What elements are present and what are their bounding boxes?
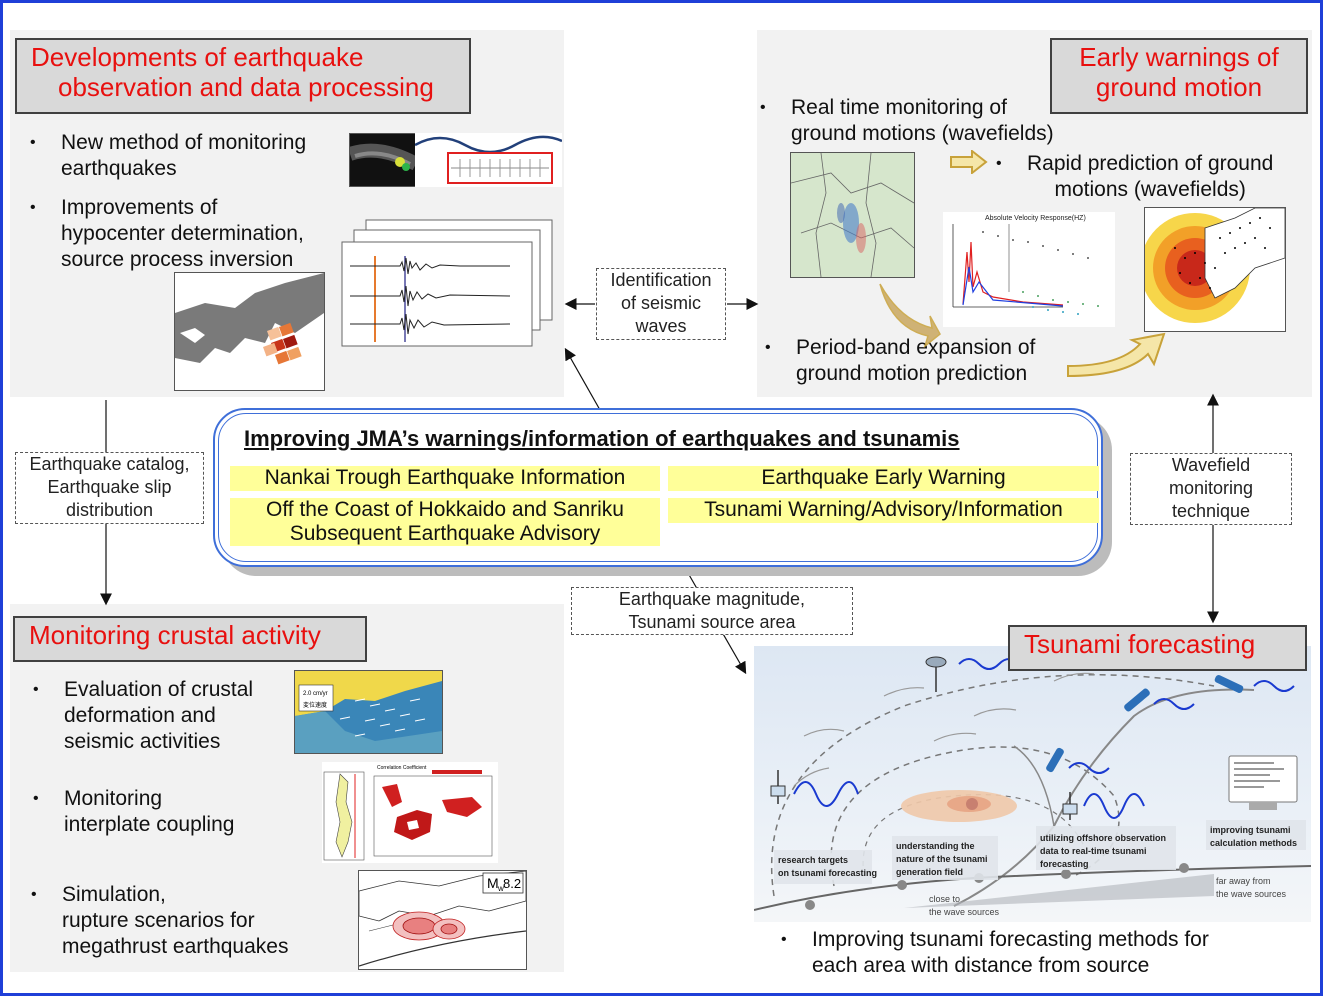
velocity-label: 2.0 cm/yr [303,691,328,697]
tsunami-title-text: Tsunami forecasting [1024,629,1256,659]
item-hokkaido-sanriku: Off the Coast of Hokkaido and Sanriku Su… [230,498,660,546]
bullet-improving-tsunami: • Improving tsunami forecasting methods … [781,928,1209,977]
label-research-1: research targets [778,855,848,865]
item-hokkaido-sanriku-line1: Off the Coast of Hokkaido and Sanriku [266,498,624,521]
developments-title-line2: observation and data processing [58,72,434,102]
connector-text: Wavefield [1171,455,1251,475]
developments-title-line1: Developments of earthquake [31,42,364,72]
bullet-monitoring-coupling: • Monitoring interplate coupling [33,787,235,836]
bullet-period-band: • Period-band expansion of ground motion… [765,336,1036,385]
bullet-real-time: • Real time monitoring of ground motions… [760,96,1054,145]
bullet-text: each area with distance from source [812,954,1150,977]
label-utilizing-3: forecasting [1040,859,1089,869]
bullet-text: Real time monitoring of [791,96,1007,119]
bullet-text: hypocenter determination, [61,222,304,245]
item-earthquake-early-warning: Earthquake Early Warning [668,466,1099,491]
early-warnings-title-line1: Early warnings of [1079,42,1279,72]
item-tsunami-warning: Tsunami Warning/Advisory/Information [668,498,1099,523]
label-far-2: the wave sources [1216,889,1287,899]
label-improving-1: improving tsunami [1210,825,1291,835]
bullet-improvements: • Improvements of hypocenter determinati… [30,196,304,271]
connector-text: technique [1171,501,1251,521]
connector-text: waves [635,316,687,336]
bullet-text: ground motions (wavefields) [791,122,1054,145]
bullet-text: ground motion prediction [796,362,1028,385]
connector-text: Earthquake magnitude, [618,589,806,609]
center-heading: Improving JMA’s warnings/information of … [244,426,960,451]
label-research-2: on tsunami forecasting [778,868,877,878]
connector-text: distribution [65,500,154,520]
bullet-text: deformation and [64,704,216,727]
bullet-new-method: • New method of monitoring earthquakes [30,131,307,180]
predicted-intensity-map [1144,207,1286,332]
bullet-evaluation: • Evaluation of crustal deformation and … [33,678,254,753]
source-inversion-map [174,272,325,391]
label-earthquake-catalog: Earthquake catalog, Earthquake slip dist… [15,452,204,524]
bullet-text: source process inversion [61,248,294,271]
bullet-text: rupture scenarios for [62,909,255,932]
seismogram-stack [341,219,553,347]
bullet-text: Monitoring [64,787,163,810]
bullet-text: Simulation, [62,883,166,906]
crustal-title-text: Monitoring crustal activity [29,620,321,650]
connector-text: Identification [610,270,712,290]
coupling-label: Correlation Coefficient [377,765,427,771]
connector-text: Earthquake catalog, [29,454,190,474]
label-magnitude-source-area: Earthquake magnitude, Tsunami source are… [571,587,853,635]
das-wave-diagram [415,133,562,187]
label-far-1: far away from [1216,876,1271,886]
bullet-text: Improvements of [61,196,218,219]
connector-text: monitoring [1168,478,1254,498]
tsunami-title: Tsunami forecasting [1008,625,1307,671]
bullet-text: New method of monitoring [61,131,307,154]
optical-cable-image [349,133,417,187]
label-understanding-1: understanding the [896,841,975,851]
bullet-text: Improving tsunami forecasting methods fo… [812,928,1209,951]
magnitude-subscript: w [497,884,504,893]
bullet-text: Rapid prediction of ground [1027,152,1274,175]
velocity-response-chart: Absolute Velocity Response(HZ) [943,212,1115,327]
bullet-text: interplate coupling [64,813,235,836]
bullet-text: megathrust earthquakes [62,935,289,958]
label-understanding-3: generation field [896,867,963,877]
connector-text: Tsunami source area [628,612,796,632]
connector-text: of seismic [620,293,701,313]
label-close-1: close to [929,894,960,904]
right-arrow-icon [950,150,988,174]
wavefield-map [790,152,915,278]
magnitude-label: M [487,875,499,891]
label-wavefield-technique: Wavefield monitoring technique [1130,453,1292,525]
label-identification-seismic-waves: Identification of seismic waves [596,268,726,340]
label-utilizing-2: data to real-time tsunami [1040,846,1147,856]
label-understanding-2: nature of the tsunami [896,854,988,864]
item-nankai-trough: Nankai Trough Earthquake Information [230,466,660,491]
bullet-text: Period-band expansion of [796,336,1036,359]
bullet-text: Evaluation of crustal [64,678,254,701]
developments-title: Developments of earthquake observation a… [15,38,471,114]
crustal-deformation-map: 2.0 cm/yr 変位速度 [294,670,443,754]
early-warnings-title-line2: ground motion [1095,72,1263,102]
bullet-text: seismic activities [64,730,221,753]
bullet-text: earthquakes [61,157,177,180]
crustal-title: Monitoring crustal activity [13,616,367,662]
tsunami-illustration: research targets on tsunami forecasting … [754,656,1311,917]
label-utilizing-1: utilizing offshore observation [1040,833,1166,843]
velocity-label-jp: 変位速度 [303,701,327,709]
curved-arrows [879,283,1166,378]
bullet-simulation: • Simulation, rupture scenarios for mega… [31,883,289,958]
interplate-coupling-map: Correlation Coefficient [322,762,498,863]
magnitude-value: 8.2 [503,876,521,891]
early-warnings-title: Early warnings of ground motion [1050,38,1308,114]
label-improving-2: calculation methods [1210,838,1297,848]
connector-text: Earthquake slip [47,477,172,497]
label-close-2: the wave sources [929,907,1000,917]
megathrust-simulation-map: M w 8.2 [358,870,527,970]
item-hokkaido-sanriku-line2: Subsequent Earthquake Advisory [289,522,601,545]
chart-title: Absolute Velocity Response(HZ) [985,215,1086,222]
bullet-rapid-prediction: • Rapid prediction of ground motions (wa… [996,152,1274,201]
bullet-text: motions (wavefields) [1054,178,1246,201]
